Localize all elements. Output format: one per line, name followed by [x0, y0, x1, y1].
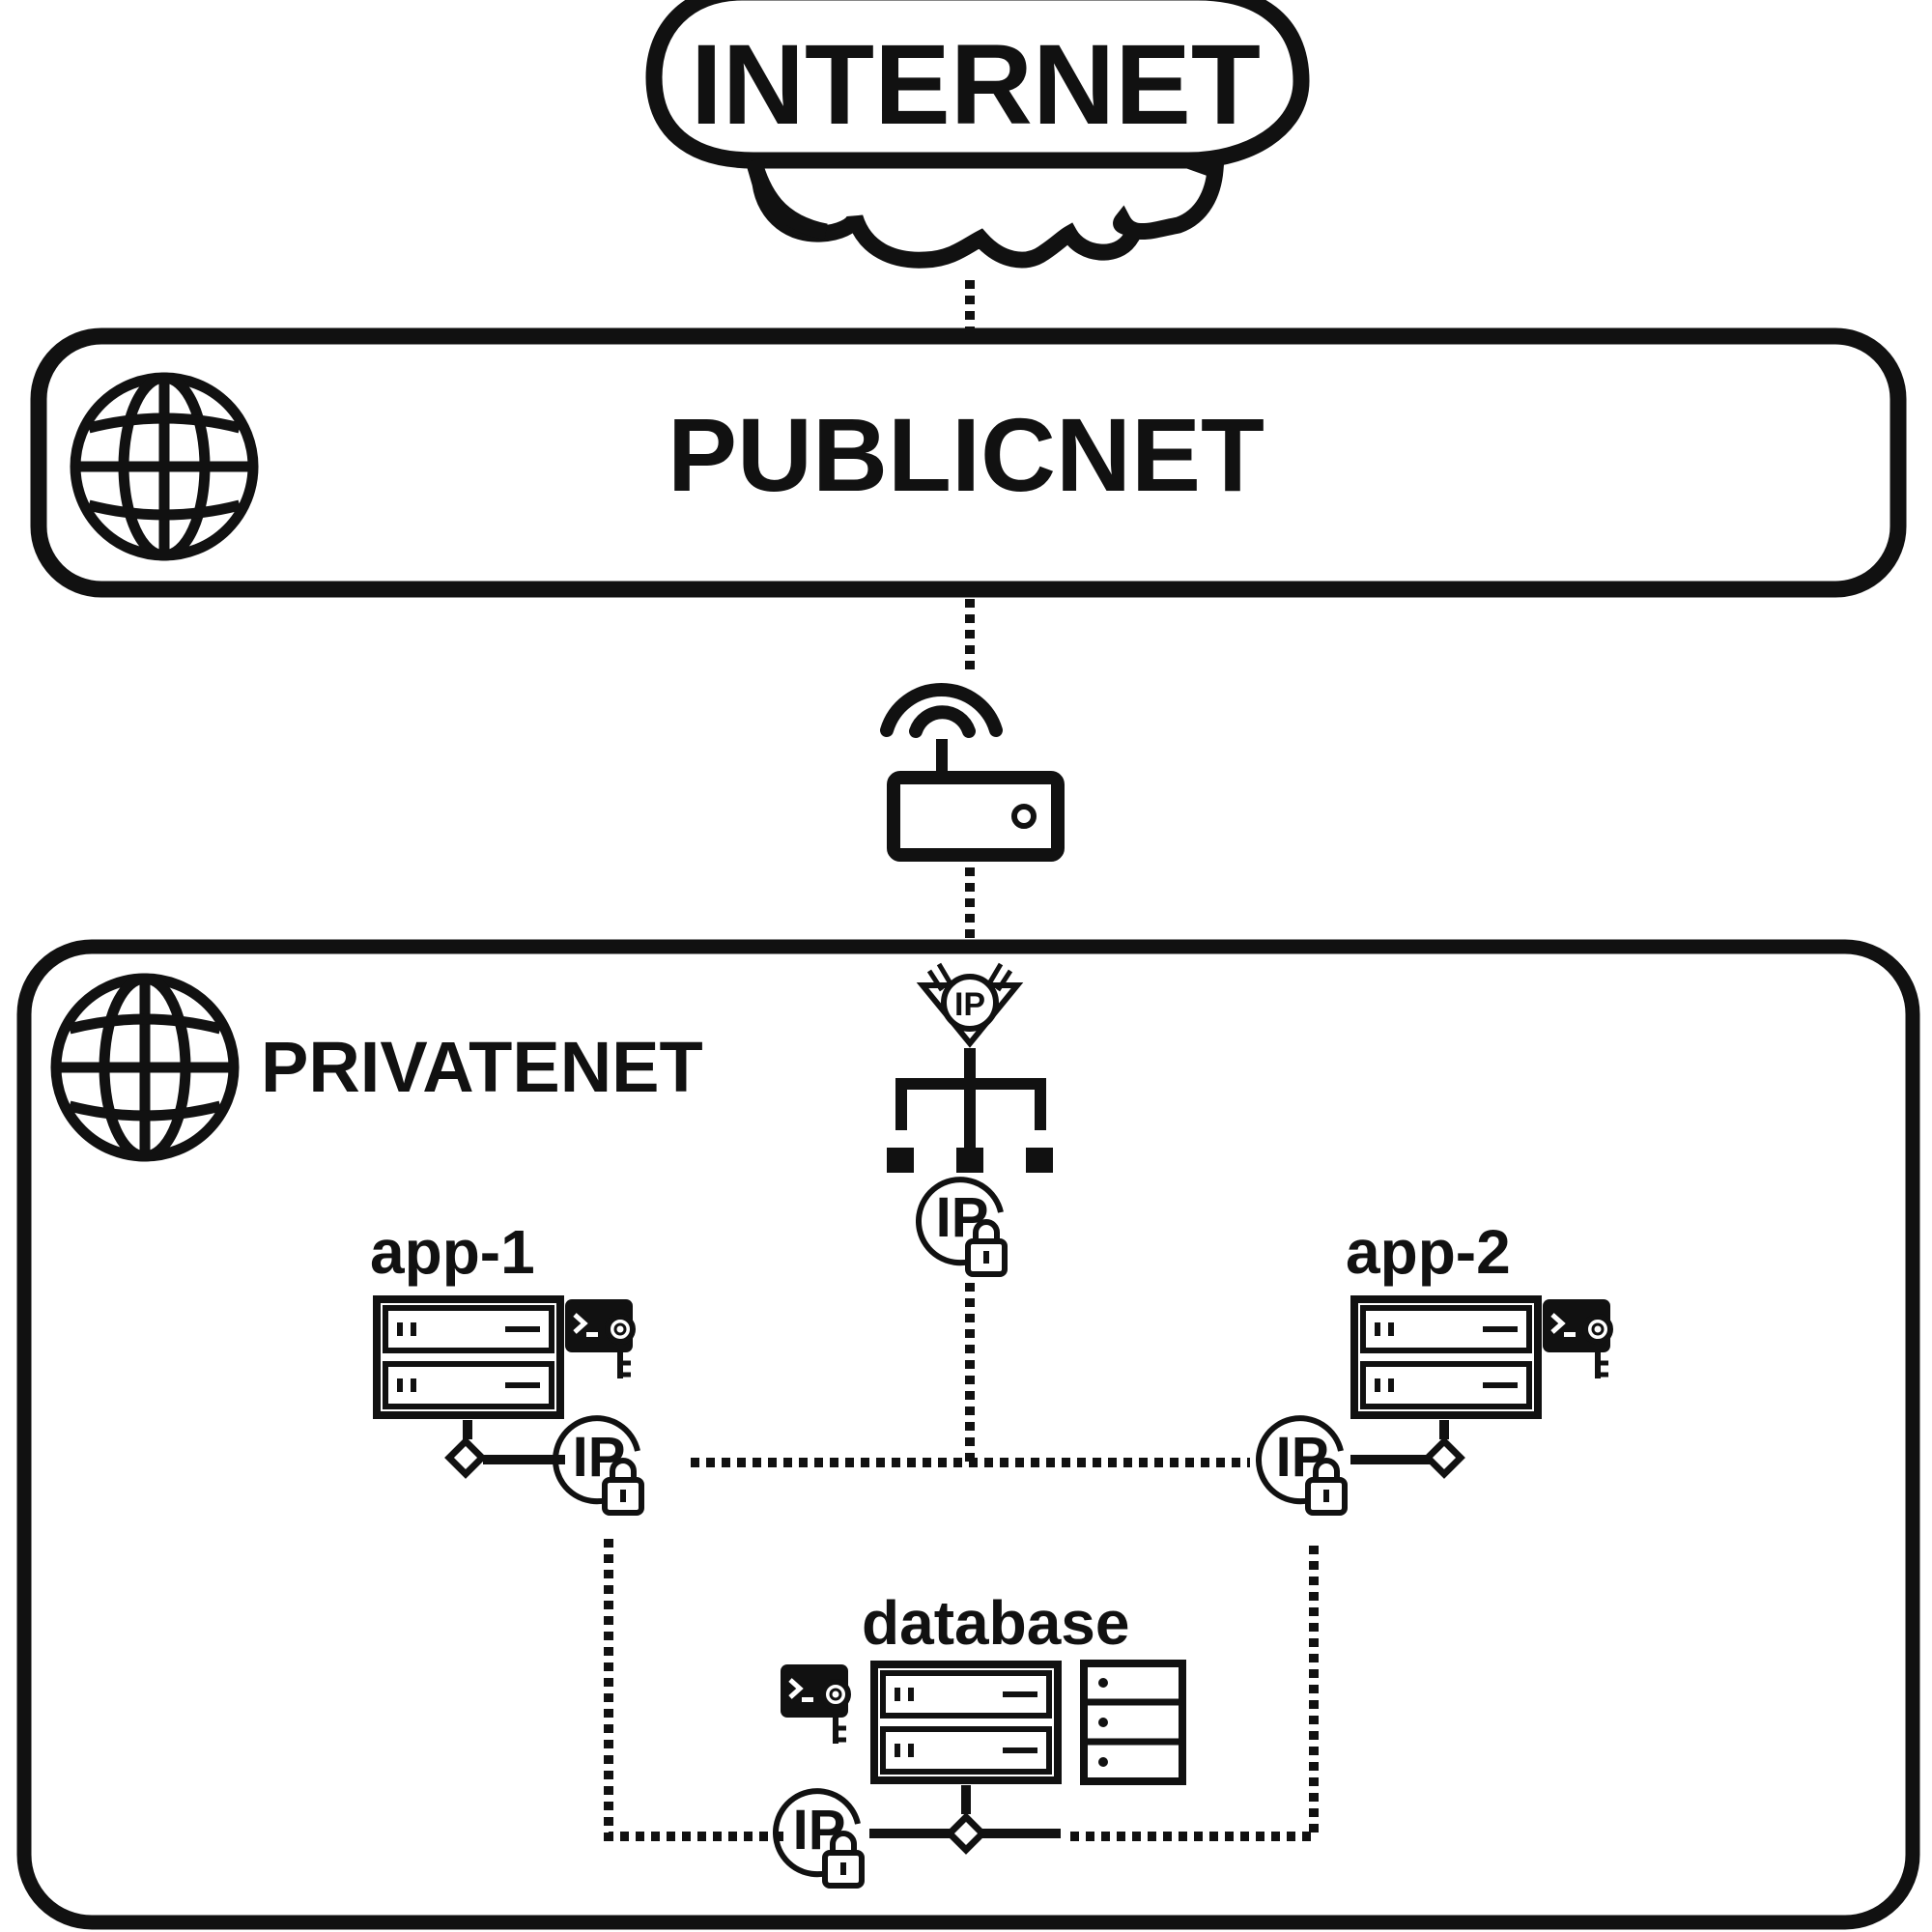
connections	[604, 280, 1319, 1841]
publicnet-network: PUBLICNET	[30, 327, 1907, 598]
svg-text:IP: IP	[954, 986, 985, 1023]
router-node	[880, 683, 1065, 862]
app-2-server-node[interactable]: app-2 IP	[1259, 1217, 1610, 1513]
cloud-icon	[645, 0, 1310, 269]
server-name: app-1	[370, 1217, 535, 1287]
server-icon	[377, 1299, 560, 1415]
database-server-node[interactable]: database IP	[776, 1588, 1182, 1886]
app-1-server-node[interactable]: app-1 IP	[370, 1217, 641, 1513]
load-balancer-node: IP IP	[887, 962, 1053, 1274]
svg-text:IP: IP	[936, 1186, 989, 1249]
wireless-router-icon	[880, 683, 1065, 862]
app1-to-database-link	[604, 1539, 785, 1841]
floating-ip-icon: IP	[916, 962, 1024, 1048]
server-icon	[1354, 1299, 1538, 1415]
svg-text:IP: IP	[1276, 1426, 1329, 1489]
privatenet-network: PRIVATENET IP IP app-1	[16, 939, 1920, 1930]
private-ip-icon: IP	[1259, 1418, 1345, 1513]
globe-icon	[56, 979, 234, 1156]
ssh-key-icon	[1543, 1299, 1610, 1378]
server-name: app-2	[1346, 1217, 1511, 1287]
svg-text:IP: IP	[573, 1426, 626, 1489]
ssh-key-icon	[781, 1664, 848, 1744]
publicnet-label: PUBLICNET	[668, 396, 1264, 513]
server-icon	[874, 1664, 1058, 1780]
private-ip-icon: IP	[776, 1791, 862, 1886]
privatenet-box	[16, 939, 1920, 1930]
globe-icon	[75, 378, 253, 555]
private-ip-icon: IP	[919, 1179, 1005, 1274]
svg-text:IP: IP	[793, 1799, 846, 1861]
private-ip-icon: IP	[555, 1418, 641, 1513]
privatenet-label: PRIVATENET	[261, 1027, 703, 1107]
server-name: database	[862, 1588, 1129, 1658]
database-to-app2-link	[1070, 1539, 1319, 1841]
internet-node: INTERNET	[645, 0, 1310, 269]
internet-label: INTERNET	[691, 21, 1261, 149]
volume-icon	[1084, 1663, 1182, 1781]
ssh-key-icon	[565, 1299, 633, 1378]
load-balancer-icon	[895, 1048, 1046, 1150]
publicnet-box	[30, 327, 1907, 598]
